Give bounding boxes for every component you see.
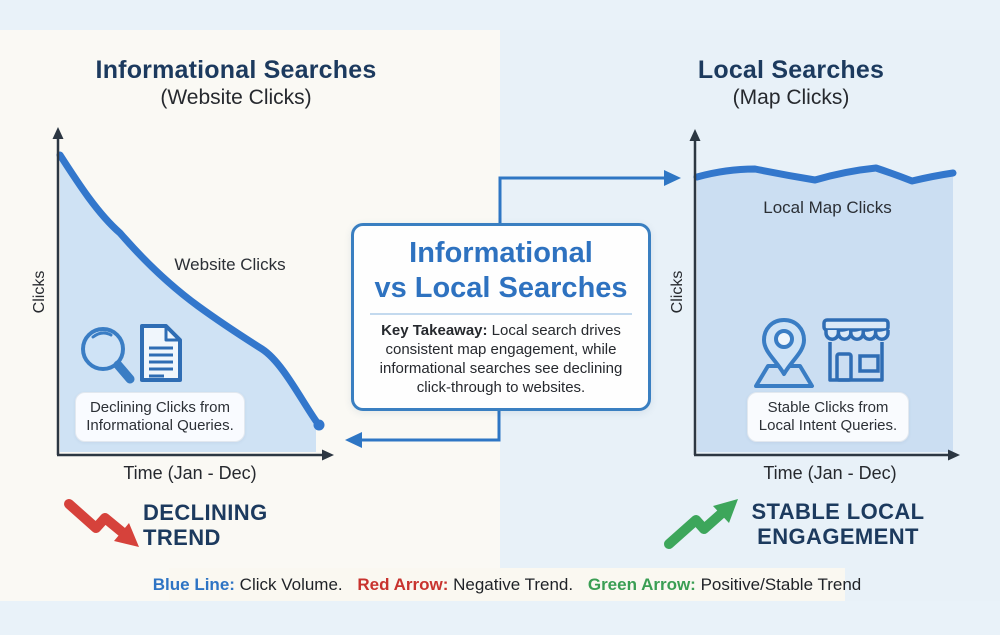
legend-red-text: Negative Trend. [448,574,578,594]
right-x-axis-title: Time (Jan - Dec) [763,463,897,483]
document-icon [140,324,182,382]
center-box-title-line1: Informational [409,237,593,269]
right-section-title: Local Searches [697,56,885,84]
declining-trend-label: DECLINING TREND [143,500,268,550]
right-callout-line1: Stable Clicks from [767,399,889,416]
left-x-axis-arrowhead [322,449,334,461]
connector-to-left-chart [362,407,501,442]
left-callout-line2: Informational Queries. [86,417,234,434]
connector-right-arrowhead [664,170,681,186]
stable-engagement-line1: STABLE LOCAL [751,499,925,524]
red-declining-arrowhead [114,523,139,547]
takeaway-label: Key Takeaway: [381,322,488,339]
right-stable-line [693,164,957,185]
connector-to-right-chart [498,176,664,223]
center-box-title: Informational vs Local Searches [354,236,648,306]
left-y-axis-arrowhead [52,127,64,139]
center-takeaway-box: Informational vs Local Searches Key Take… [351,223,651,411]
right-section-subtitle: (Map Clicks) [732,86,850,109]
left-series-label: Website Clicks [174,255,286,274]
legend-blue-label: Blue Line: [152,574,235,594]
right-y-axis-arrowhead [689,129,701,141]
magnifier-icon [81,327,135,384]
left-callout-line1: Declining Clicks from [89,399,231,416]
legend-green-label: Green Arrow: [587,574,696,594]
map-pin-icon [754,318,814,388]
storefront-icon [822,318,890,382]
green-stable-arrowhead [713,499,738,523]
center-box-divider [370,313,632,315]
left-section-subtitle: (Website Clicks) [160,86,312,109]
declining-trend-line1: DECLINING [143,500,268,525]
left-y-axis-title: Clicks [31,270,48,314]
legend-strip: Blue Line: Click Volume. Red Arrow: Nega… [153,568,861,601]
left-declining-line [56,151,320,425]
legend-red-label: Red Arrow: [357,574,449,594]
left-line-end-dot [313,419,325,431]
center-box-takeaway: Key Takeaway: Local search drives consis… [354,321,648,397]
right-y-axis-title: Clicks [669,270,686,314]
legend-blue-text: Click Volume. [234,574,348,594]
connector-left-arrowhead [345,432,362,448]
stable-engagement-label: STABLE LOCAL ENGAGEMENT [748,499,928,549]
legend-green-text: Positive/Stable Trend [695,574,862,594]
stable-engagement-line2: ENGAGEMENT [757,524,919,549]
legend-item-red-arrow: Red Arrow: Negative Trend. [357,575,577,595]
green-stable-arrow [664,508,727,549]
legend-item-blue-line: Blue Line: Click Volume. [153,575,348,595]
red-declining-arrow [64,499,127,537]
right-callout-line2: Local Intent Queries. [758,417,898,434]
center-box-title-line2: vs Local Searches [374,272,628,304]
left-x-axis-title: Time (Jan - Dec) [123,463,257,483]
takeaway-text: Local search drives consistent map engag… [379,322,623,396]
declining-trend-line2: TREND [143,525,221,550]
legend-item-green-arrow: Green Arrow: Positive/Stable Trend [588,575,861,595]
right-series-label: Local Map Clicks [763,198,892,217]
left-section-title: Informational Searches [95,56,377,84]
left-callout: Declining Clicks from Informational Quer… [75,392,245,442]
right-callout: Stable Clicks from Local Intent Queries. [747,392,909,442]
right-x-axis-arrowhead [948,449,960,461]
